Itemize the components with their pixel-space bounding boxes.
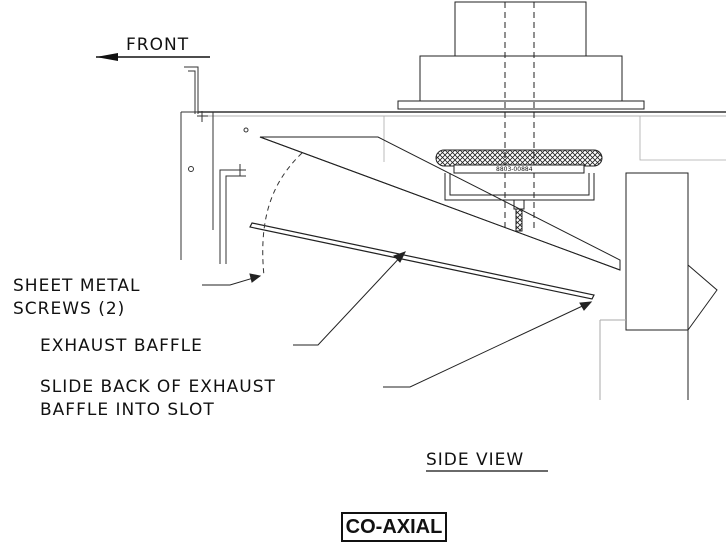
slide-label-line1: SLIDE BACK OF EXHAUST (40, 377, 276, 397)
slide-leader (383, 301, 593, 388)
vent-pipe (397, 1, 645, 230)
front-arrow (96, 53, 210, 61)
front-label: FRONT (126, 35, 189, 55)
slide-label-line2: BAFFLE INTO SLOT (40, 400, 215, 420)
coaxial-tag-text: CO-AXIAL (345, 515, 443, 538)
screws-leader (202, 273, 262, 286)
view-title: SIDE VIEW (426, 450, 524, 470)
screw-path (262, 152, 303, 277)
coaxial-tag: CO-AXIAL (341, 512, 447, 542)
baffle-leader (293, 251, 407, 346)
right-enclosure (599, 172, 718, 400)
screws-label-line2: SCREWS (2) (13, 299, 125, 319)
exhaust-baffle-label: EXHAUST BAFFLE (40, 336, 203, 356)
clamp-bolt (513, 199, 525, 232)
baffle-bracket (219, 164, 246, 264)
gasket (435, 149, 603, 174)
part-number: 8803-00884 (496, 166, 533, 173)
upper-baffle-plate (259, 136, 621, 271)
exhaust-baffle (249, 222, 595, 300)
screws-label-line1: SHEET METAL (13, 276, 140, 296)
left-panel (180, 111, 249, 260)
clamp-bracket (444, 173, 595, 201)
top-panel (198, 111, 726, 162)
front-bracket (184, 66, 199, 114)
